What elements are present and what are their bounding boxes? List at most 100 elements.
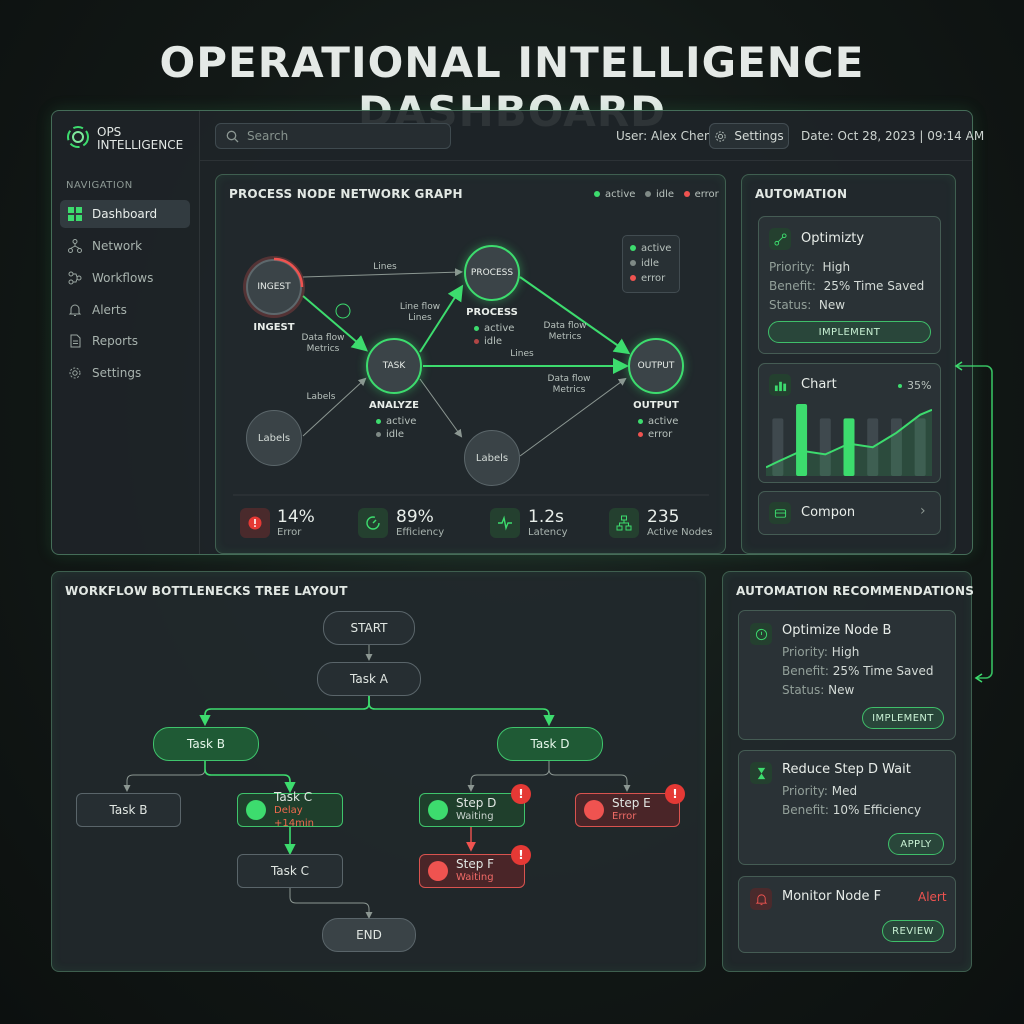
ingest-ring xyxy=(273,257,304,288)
priority-value: Med xyxy=(831,784,858,798)
sidebar-item-workflows[interactable]: Workflows xyxy=(60,264,190,292)
brand-logo[interactable]: OPS INTELLIGENCE xyxy=(97,126,183,152)
metric-error-label: Error xyxy=(277,527,302,538)
graph-legend-box: active idle error xyxy=(622,235,680,293)
edge-label: Lines xyxy=(510,349,534,359)
node-process[interactable]: PROCESS xyxy=(464,245,520,301)
node-task-status: active idle xyxy=(376,415,416,441)
alert-badge: ! xyxy=(511,845,531,865)
tree-node-step-e[interactable]: Step E Error xyxy=(575,793,680,827)
task-c-delay: Delay +14min xyxy=(274,804,314,829)
user-label: User: Alex Chen xyxy=(616,129,712,143)
tree-node-end[interactable]: END xyxy=(322,918,416,952)
date-label: Date: Oct 28, 2023 | 09:14 AM xyxy=(801,129,985,143)
tree-node-start[interactable]: START xyxy=(323,611,415,645)
step-f-status: Waiting xyxy=(456,872,494,883)
edge-label: Data flow Metrics xyxy=(543,321,587,342)
workflow-icon xyxy=(68,271,82,285)
status-active: active xyxy=(484,323,515,334)
mini-bar-chart xyxy=(766,404,932,476)
node-output-inner: OUTPUT xyxy=(637,361,675,371)
sidebar-item-settings[interactable]: Settings xyxy=(60,359,190,387)
recommendation-card-1 xyxy=(738,610,956,740)
sidebar-item-label: Reports xyxy=(92,334,139,348)
rec-2-details: Priority: Med Benefit: 10% Efficiency xyxy=(782,782,921,820)
edge-label: Data flow Metrics xyxy=(547,374,591,395)
node-labels-2[interactable]: Labels xyxy=(464,430,520,486)
node-process-label: PROCESS xyxy=(466,307,518,318)
node-task-inner: TASK xyxy=(382,361,406,371)
step-f-name: Step F xyxy=(456,857,495,871)
priority-value: High xyxy=(831,645,860,659)
connector-line xyxy=(954,361,993,683)
sidebar xyxy=(52,111,200,554)
chart-bar xyxy=(796,404,808,476)
hourglass-icon xyxy=(750,762,772,784)
tree-node-task-d[interactable]: Task D xyxy=(497,727,603,761)
status-idle: idle xyxy=(386,429,405,440)
alert-tag: Alert xyxy=(918,890,947,904)
benefit-key: Benefit: xyxy=(769,279,816,293)
metric-error-value: 14% xyxy=(277,507,315,527)
gear-icon xyxy=(69,367,81,379)
gauge-icon xyxy=(358,508,388,538)
legend-idle: idle xyxy=(655,189,675,200)
sidebar-item-network[interactable]: Network xyxy=(60,232,190,260)
compon-title: Compon xyxy=(801,505,856,520)
apply-button[interactable]: APPLY xyxy=(888,833,944,855)
node-task[interactable]: TASK xyxy=(366,338,422,394)
review-button[interactable]: REVIEW xyxy=(882,920,944,942)
network-graph-title: PROCESS NODE NETWORK GRAPH xyxy=(229,187,463,201)
legend-error: error xyxy=(694,189,719,200)
sidebar-item-dashboard[interactable]: Dashboard xyxy=(60,200,190,228)
sidebar-item-label: Workflows xyxy=(92,271,154,285)
network-legend: active idle error xyxy=(594,189,719,200)
bell-icon xyxy=(68,304,82,316)
status-dot-red xyxy=(428,861,448,881)
node-ingest[interactable]: INGEST xyxy=(246,259,302,315)
implement-button[interactable]: IMPLEMENT xyxy=(862,707,944,729)
document-icon xyxy=(70,334,81,348)
chart-bar xyxy=(772,418,784,476)
settings-button-label: Settings xyxy=(734,129,784,143)
node-output-status: active error xyxy=(638,415,678,441)
status-active: active xyxy=(648,416,679,427)
sidebar-item-reports[interactable]: Reports xyxy=(60,327,190,355)
metric-nodes-value: 235 xyxy=(647,507,680,527)
tree-node-task-a[interactable]: Task A xyxy=(317,662,421,696)
node-labels-1[interactable]: Labels xyxy=(246,410,302,466)
optimize-icon xyxy=(769,228,791,250)
sidebar-item-label: Network xyxy=(92,239,143,253)
rec-1-title: Optimize Node B xyxy=(782,623,892,638)
status-dot-green xyxy=(246,800,266,820)
implement-button[interactable]: IMPLEMENT xyxy=(768,321,931,343)
brand-line2: INTELLIGENCE xyxy=(97,138,184,152)
clock-icon xyxy=(750,623,772,645)
gear-icon xyxy=(715,130,726,142)
chevron-right-icon: › xyxy=(920,503,926,519)
tree-node-step-d[interactable]: Step D Waiting xyxy=(419,793,525,827)
step-d-status: Waiting xyxy=(456,811,494,822)
benefit-key: Benefit: xyxy=(782,664,829,678)
nav-heading: NAVIGATION xyxy=(66,180,133,191)
tree-node-step-f[interactable]: Step F Waiting xyxy=(419,854,525,888)
legend-active: active xyxy=(605,189,636,200)
node-output[interactable]: OUTPUT xyxy=(628,338,684,394)
search-input[interactable] xyxy=(247,129,437,143)
settings-button[interactable]: Settings xyxy=(709,123,789,149)
tree-edges xyxy=(123,640,631,919)
legend-box-error: error xyxy=(641,273,666,284)
chart-area xyxy=(766,409,932,476)
search-box[interactable] xyxy=(215,123,451,149)
chart-bar xyxy=(819,418,831,476)
sidebar-item-label: Alerts xyxy=(92,303,127,317)
tree-node-task-b-child[interactable]: Task B xyxy=(76,793,181,827)
edge-label: Labels xyxy=(306,392,336,402)
pulse-icon xyxy=(490,508,520,538)
step-d-name: Step D xyxy=(456,796,497,810)
tree-node-task-b[interactable]: Task B xyxy=(153,727,259,761)
tree-node-task-c[interactable]: Task C Delay +14min xyxy=(237,790,343,829)
recommendation-card-3 xyxy=(738,876,956,953)
sidebar-item-alerts[interactable]: Alerts xyxy=(60,296,190,324)
tree-node-task-c-child[interactable]: Task C xyxy=(237,854,343,888)
